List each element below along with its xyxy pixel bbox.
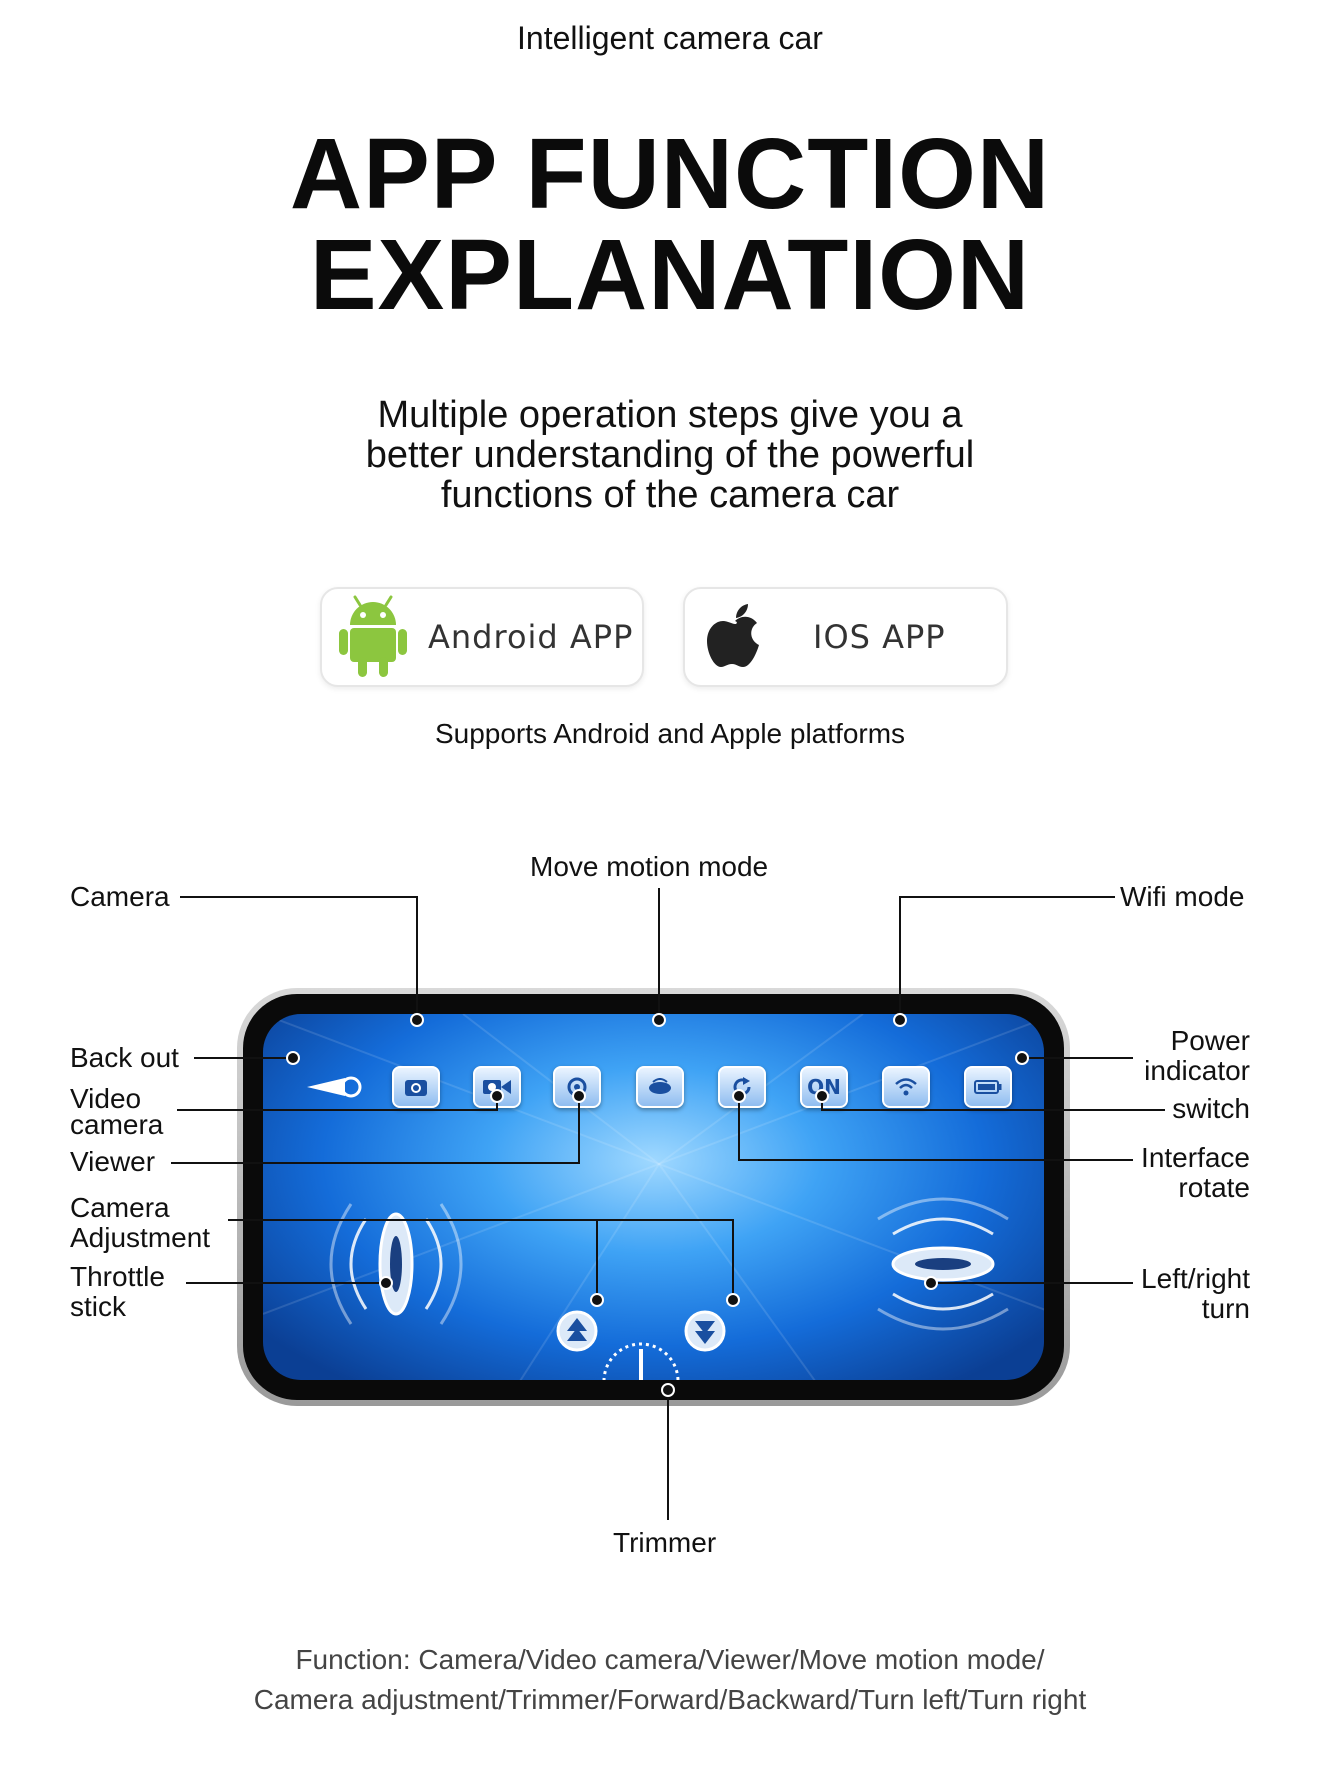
trim-right-label: R	[666, 1379, 675, 1380]
label-move-motion-mode: Move motion mode	[530, 851, 769, 882]
label-viewer: Viewer	[70, 1146, 156, 1177]
connector-dot-turn	[924, 1276, 938, 1290]
label-interface-rotate: Interface rotate	[1030, 1143, 1250, 1203]
label-power-indicator-line-1: Power	[1170, 1025, 1250, 1056]
label-video-camera-line-1: Video	[70, 1083, 142, 1114]
android-app-button[interactable]: Android APP	[320, 587, 644, 687]
function-summary: Function: Camera/Video camera/Viewer/Mov…	[0, 1640, 1340, 1720]
label-wifi-mode: Wifi mode	[1120, 881, 1245, 912]
intro-line-1: Multiple operation steps give you a	[377, 394, 963, 436]
label-trimmer: Trimmer	[613, 1527, 717, 1558]
headline-line-1: APP FUNCTION	[289, 118, 1051, 230]
connector-dot-camera	[410, 1013, 424, 1027]
connector-dot-motion	[652, 1013, 666, 1027]
label-camera-adjustment-line-2: Adjustment	[70, 1222, 211, 1253]
function-summary-line-1: Function: Camera/Video camera/Viewer/Mov…	[295, 1644, 1045, 1675]
battery-icon	[974, 1080, 1002, 1094]
connector-dot-trimmer	[661, 1383, 675, 1397]
left-right-turn-icon[interactable]	[863, 1189, 1023, 1339]
label-left-right-turn: Left/right turn	[1030, 1264, 1250, 1324]
connector-dot-switch	[815, 1089, 829, 1103]
function-summary-line-2: Camera adjustment/Trimmer/Forward/Backwa…	[253, 1684, 1087, 1715]
connector-dot-camera-down	[726, 1293, 740, 1307]
connector-dot-camera-up	[590, 1293, 604, 1307]
power-indicator	[964, 1066, 1012, 1108]
label-camera: Camera	[70, 881, 170, 912]
android-icon	[339, 595, 407, 677]
trimmer-gauge[interactable]: L R	[596, 1337, 686, 1380]
apple-icon	[707, 604, 759, 667]
phone-frame: ON	[237, 988, 1070, 1406]
android-app-label: Android APP	[428, 618, 634, 656]
ios-app-label: IOS APP	[813, 618, 946, 656]
headline-line-2: EXPLANATION	[309, 219, 1031, 331]
wifi-mode-button[interactable]	[882, 1066, 930, 1108]
label-throttle-stick-line-2: stick	[70, 1291, 126, 1322]
phone-bezel: ON	[243, 994, 1064, 1400]
connector-dot-throttle	[379, 1276, 393, 1290]
label-throttle-stick-line-1: Throttle	[70, 1261, 165, 1292]
connector-dot-viewer	[572, 1089, 586, 1103]
app-screen: ON	[263, 1014, 1044, 1380]
label-camera-adjustment: Camera Adjustment	[70, 1193, 210, 1253]
connector-dot-power	[1015, 1051, 1029, 1065]
move-motion-mode-button[interactable]	[636, 1066, 684, 1108]
label-camera-adjustment-line-1: Camera	[70, 1192, 170, 1223]
intro-line-3: functions of the camera car	[440, 474, 900, 516]
subtitle: Intelligent camera car	[517, 20, 823, 56]
connector-dot-back-out	[286, 1051, 300, 1065]
label-video-camera-line-2: camera	[70, 1109, 164, 1140]
connector-dot-rotate	[732, 1089, 746, 1103]
camera-down-icon[interactable]	[683, 1309, 727, 1353]
label-left-right-turn-line-1: Left/right	[1141, 1263, 1250, 1294]
intro-line-2: better understanding of the powerful	[365, 434, 975, 476]
connector-dot-wifi	[893, 1013, 907, 1027]
ios-app-button[interactable]: IOS APP	[683, 587, 1008, 687]
label-left-right-turn-line-2: turn	[1201, 1293, 1250, 1324]
label-video-camera: Video camera	[70, 1084, 163, 1140]
label-power-indicator-line-2: indicator	[1144, 1055, 1250, 1086]
intro-text: Multiple operation steps give you a bett…	[0, 395, 1340, 515]
label-power-indicator: Power indicator	[1030, 1026, 1250, 1086]
label-switch: switch	[1172, 1093, 1250, 1124]
camera-button[interactable]	[392, 1066, 440, 1108]
wifi-icon	[895, 1078, 917, 1096]
label-interface-rotate-line-1: Interface	[1141, 1142, 1250, 1173]
back-out-icon[interactable]	[307, 1075, 363, 1099]
camera-icon	[405, 1080, 427, 1096]
camera-up-icon[interactable]	[555, 1309, 599, 1353]
label-throttle-stick: Throttle stick	[70, 1262, 165, 1322]
label-back-out: Back out	[70, 1042, 179, 1073]
motion-mode-icon	[649, 1078, 671, 1094]
connector-dot-video	[490, 1089, 504, 1103]
platform-support-text: Supports Android and Apple platforms	[434, 718, 906, 749]
label-interface-rotate-line-2: rotate	[1178, 1172, 1250, 1203]
trim-left-label: L	[606, 1379, 613, 1380]
